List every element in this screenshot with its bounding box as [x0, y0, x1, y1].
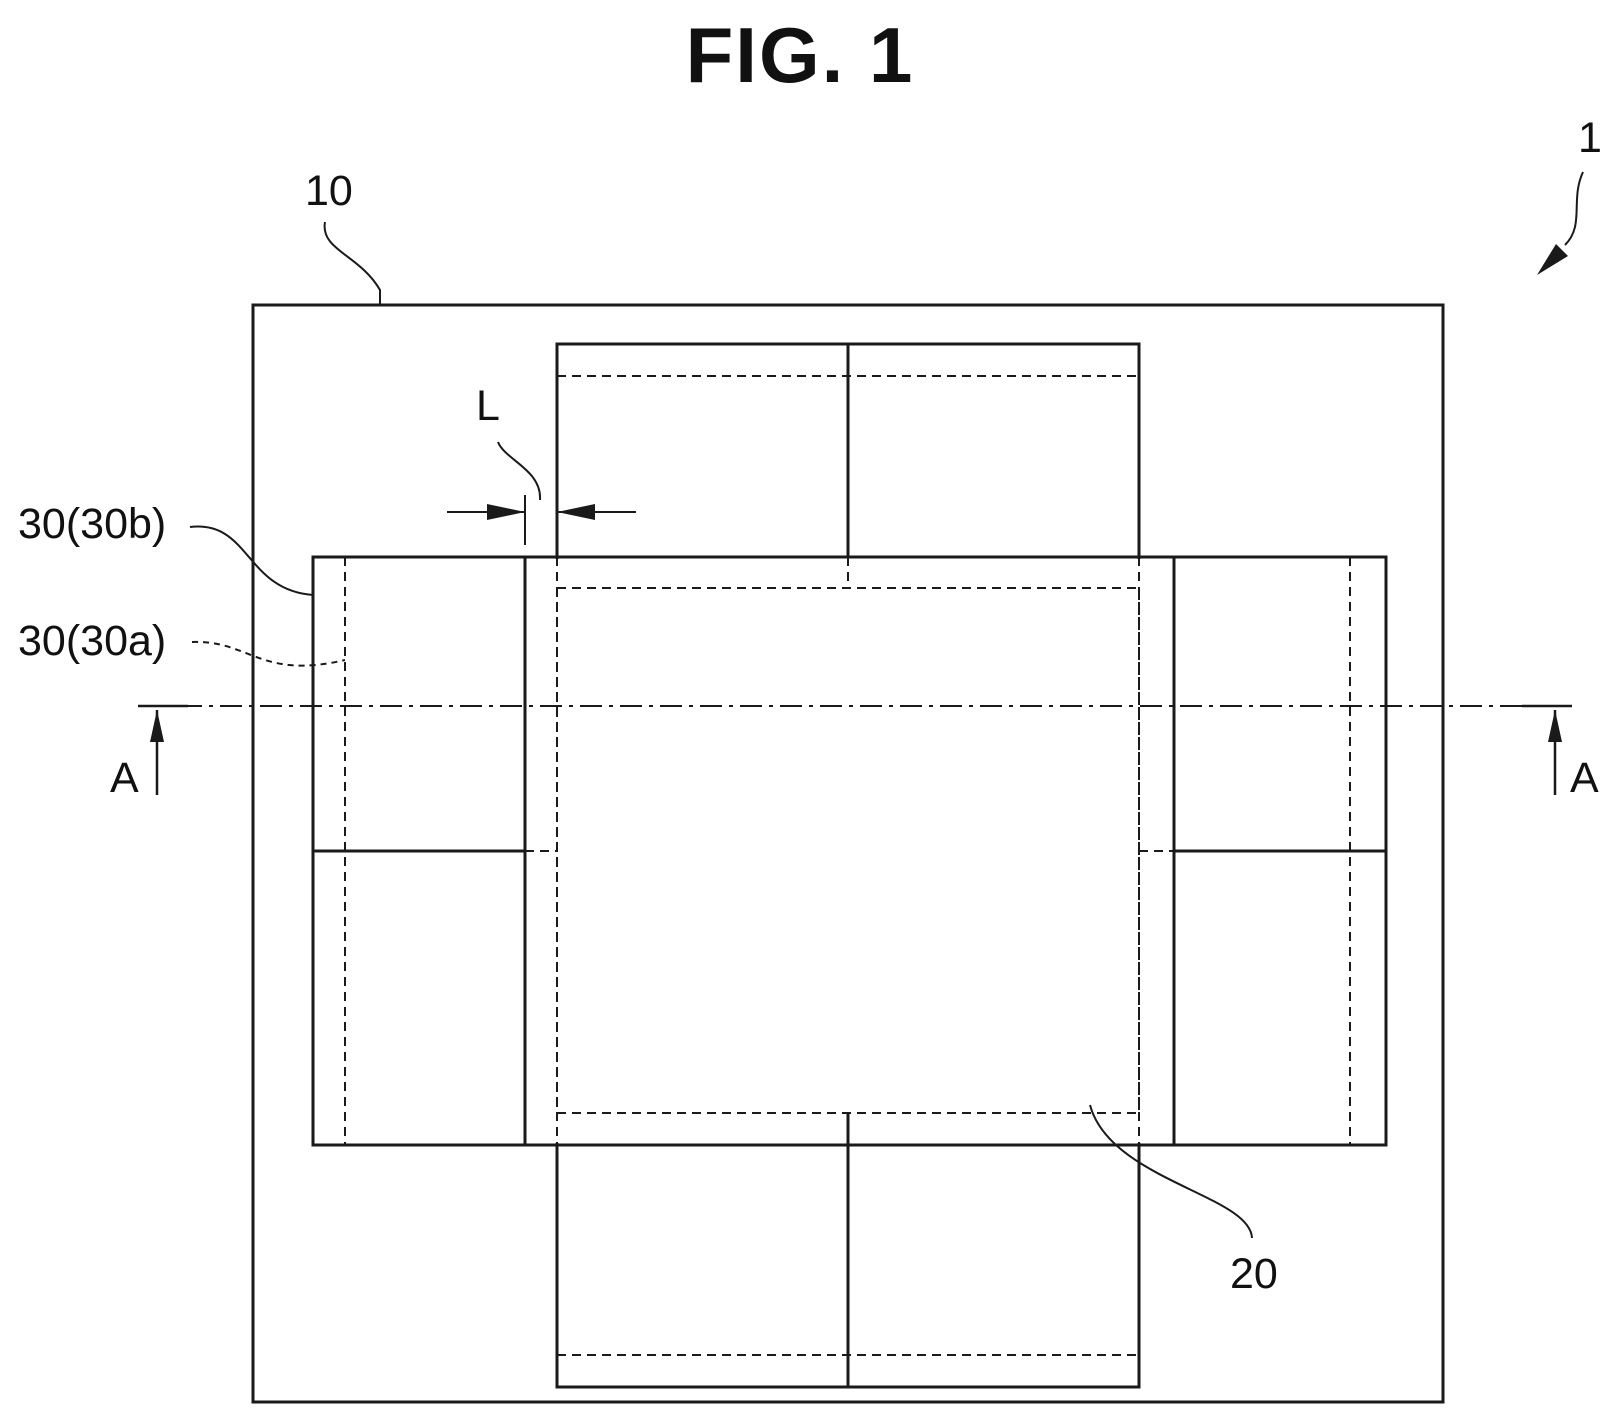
device-label: 1	[1578, 114, 1602, 162]
section-right-arrowhead	[1548, 710, 1562, 742]
section-right-label: A	[1570, 754, 1599, 802]
device-arrowhead	[1537, 244, 1568, 275]
figure-title: FIG. 1	[686, 11, 915, 99]
chip-label: 20	[1230, 1250, 1278, 1298]
gap-label: L	[476, 382, 500, 430]
section-left-label: A	[110, 754, 139, 802]
substrate-label: 10	[305, 167, 353, 215]
center-mask	[528, 559, 1173, 1143]
member-inner-label: 30(30a)	[18, 617, 166, 665]
substrate-leader	[325, 222, 380, 305]
gap-leader	[498, 442, 540, 500]
dimension-left-arrowhead	[487, 504, 525, 520]
member-inner-leader	[192, 642, 345, 666]
section-left-arrowhead	[150, 710, 164, 742]
dimension-right-arrowhead	[557, 504, 595, 520]
device-leader	[1565, 172, 1583, 245]
member-outer-label: 30(30b)	[18, 500, 166, 548]
